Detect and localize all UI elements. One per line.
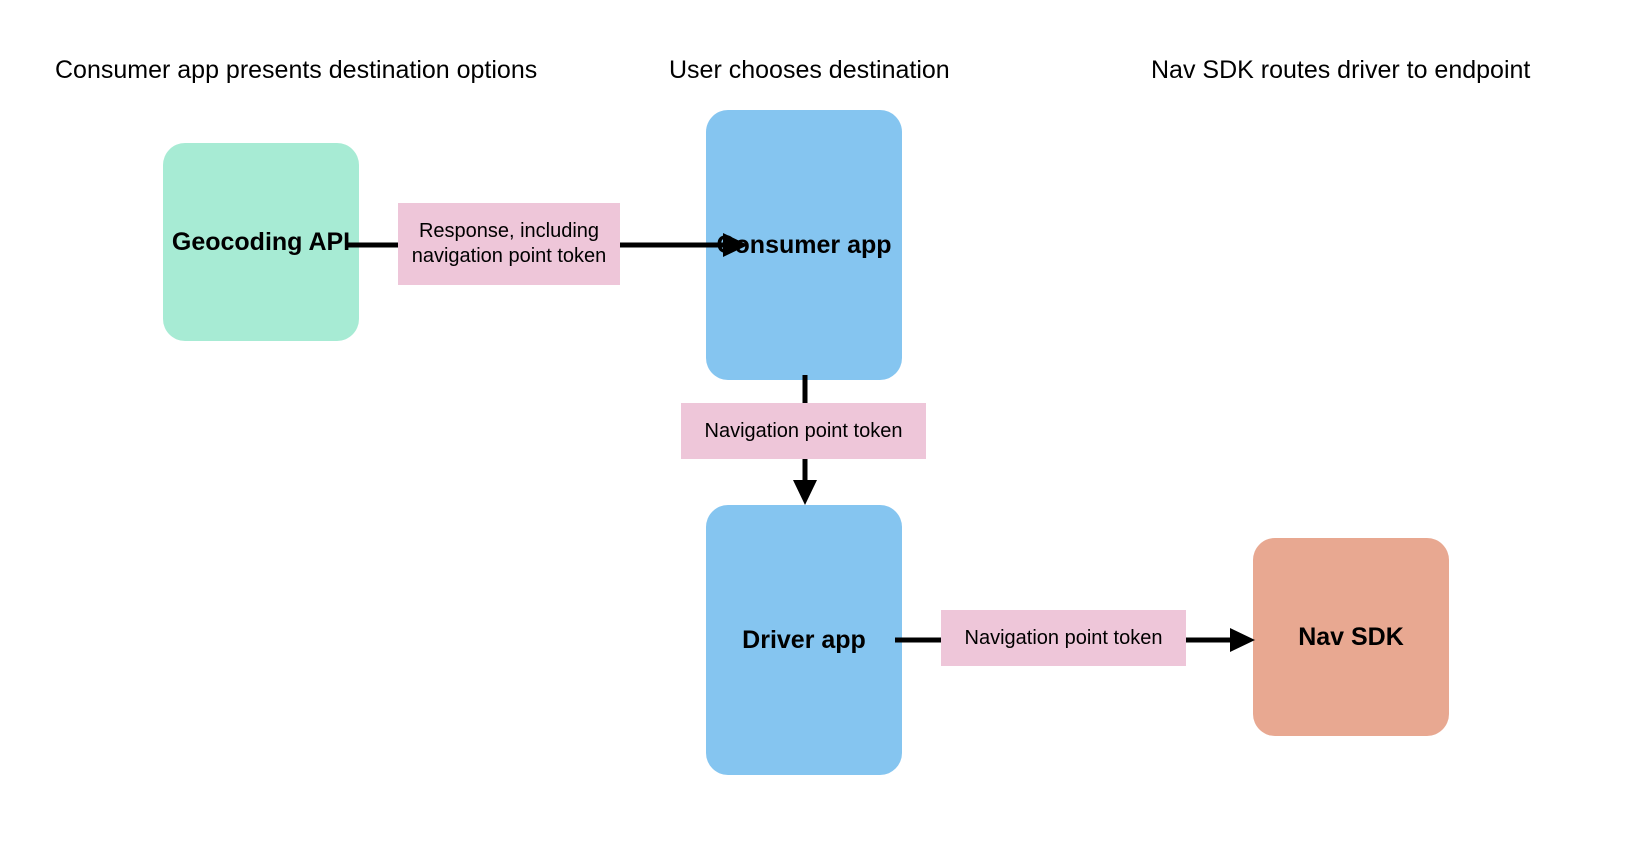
column-header-nav-sdk: Nav SDK routes driver to endpoint bbox=[1151, 56, 1531, 84]
edge-label-navigation-point-token-driver-navsdk: Navigation point token bbox=[941, 610, 1186, 666]
edge-label-response-including-navigation-point-token: Response, including navigation point tok… bbox=[398, 203, 620, 285]
node-driver-app[interactable]: Driver app bbox=[706, 505, 902, 775]
node-nav-sdk[interactable]: Nav SDK bbox=[1253, 538, 1449, 736]
edge-label-navigation-point-token-consumer-driver: Navigation point token bbox=[681, 403, 926, 459]
column-header-consumer-app: Consumer app presents destination option… bbox=[55, 56, 538, 84]
node-geocoding-api[interactable]: Geocoding API bbox=[163, 143, 359, 341]
column-header-user-choice: User chooses destination bbox=[669, 56, 950, 84]
